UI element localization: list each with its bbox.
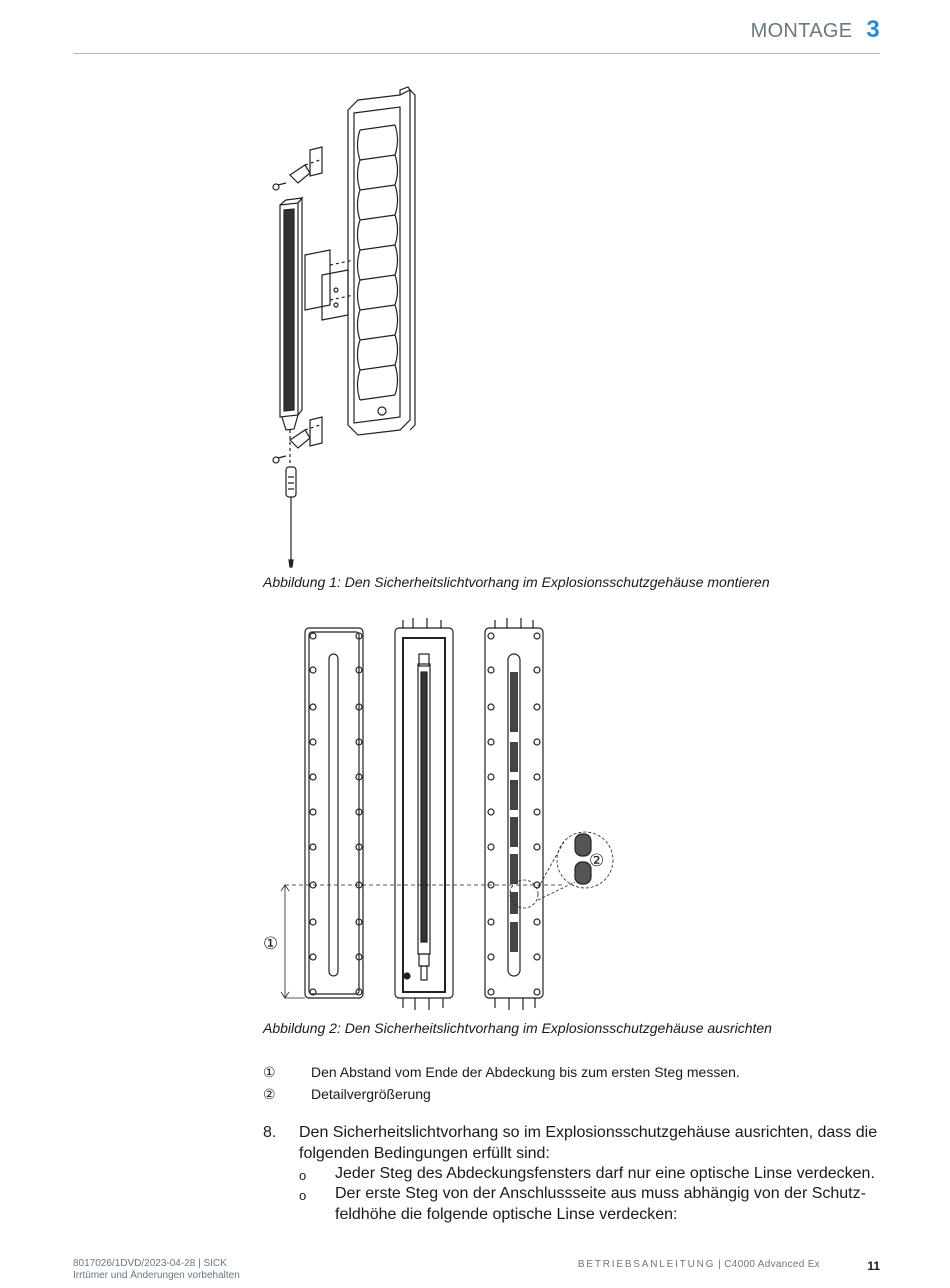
- step-number: 8.: [263, 1124, 277, 1141]
- bullet-mark: o: [299, 1168, 307, 1183]
- manual-type: BETRIEBSANLEITUNG: [577, 1259, 716, 1270]
- figure-1-mounting-drawing: [272, 86, 416, 568]
- bullet-mark: o: [299, 1188, 307, 1203]
- disclaimer: Irrtümer und Änderungen vorbehalten: [73, 1270, 240, 1281]
- page-number: 11: [867, 1259, 880, 1273]
- product-name: C4000 Advanced Ex: [724, 1259, 820, 1270]
- section-header: MONTAGE 3: [751, 16, 880, 44]
- legend-item: ① Den Abstand vom Ende der Abdeckung bis…: [263, 1064, 740, 1081]
- document-id: 8017026/1DVD/2023-04-28 | SICK: [73, 1258, 227, 1269]
- screw-holes-right-housing: [487, 632, 541, 996]
- legend-mark: ①: [263, 1064, 276, 1080]
- bullet-text: Der erste Steg von der Anschlussseite au…: [335, 1185, 866, 1223]
- screw-holes-left-cover: [309, 632, 363, 996]
- bullet-text: Jeder Steg des Abdeckungsfensters darf n…: [335, 1165, 875, 1182]
- footer-right: BETRIEBSANLEITUNG | C4000 Advanced Ex: [578, 1259, 820, 1270]
- legend-text: Den Abstand vom Ende der Abdeckung bis z…: [311, 1064, 740, 1080]
- legend-text: Detailvergrößerung: [311, 1086, 431, 1102]
- figure-2-caption: Abbildung 2: Den Sicherheitslichtvorhang…: [263, 1020, 772, 1036]
- legend-item: ② Detailvergrößerung: [263, 1086, 431, 1103]
- figure-1-caption: Abbildung 1: Den Sicherheitslichtvorhang…: [263, 574, 770, 590]
- figure-2-alignment-drawing: ① ②: [263, 618, 614, 1010]
- section-title: MONTAGE: [750, 20, 853, 42]
- callout-2: ②: [589, 851, 604, 871]
- bullet-item: o Jeder Steg des Abdeckungsfensters darf…: [299, 1163, 879, 1184]
- header-divider: [73, 53, 880, 54]
- section-number: 3: [866, 16, 880, 43]
- step-text: Den Sicherheitslichtvorhang so im Explos…: [299, 1124, 878, 1162]
- callout-1: ①: [263, 934, 278, 954]
- footer-left: 8017026/1DVD/2023-04-28 | SICK Irrtümer …: [73, 1258, 240, 1282]
- instruction-step: 8. Den Sicherheitslichtvorhang so im Exp…: [263, 1122, 883, 1164]
- bullet-item: o Der erste Steg von der Anschlussseite …: [299, 1183, 879, 1225]
- legend-mark: ②: [263, 1086, 276, 1102]
- footer-separator: |: [715, 1259, 725, 1270]
